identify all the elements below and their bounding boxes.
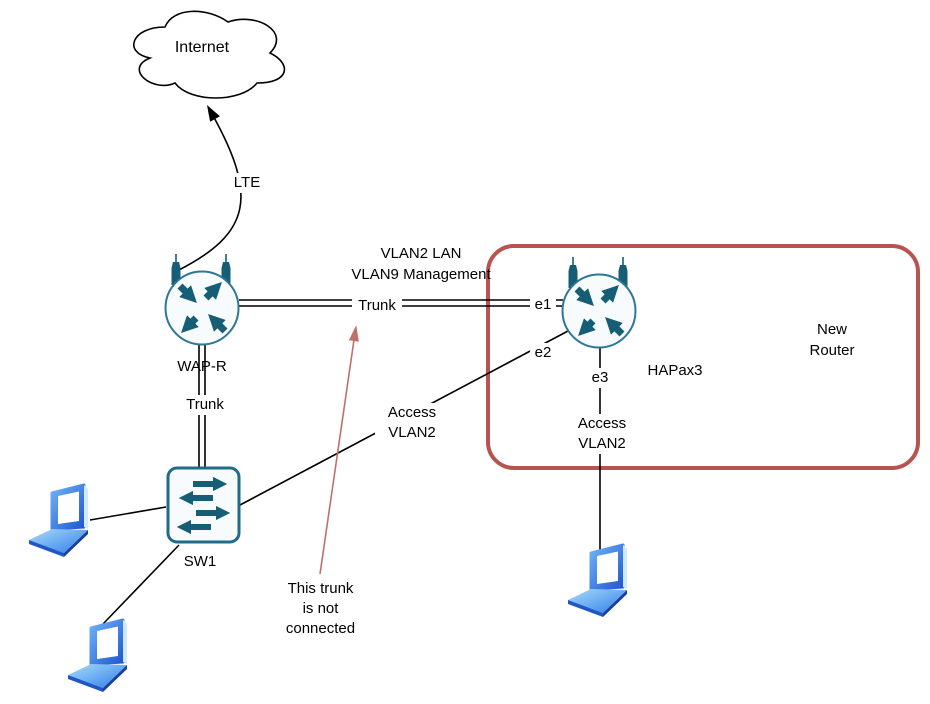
annotation-line: is not	[302, 600, 339, 617]
hapax3-router-icon	[557, 255, 641, 351]
wap-r-router-icon	[160, 252, 244, 348]
access-vlan2-label: Access VLAN2	[565, 414, 639, 454]
access-label-line: Access	[387, 404, 437, 421]
port-e1-label: e1	[530, 295, 556, 315]
internet-cloud	[133, 10, 286, 99]
annotation-line: connected	[285, 620, 356, 637]
port-e3-label: e3	[585, 368, 615, 388]
access-label-line: VLAN2	[388, 424, 436, 441]
access-vlan2-label: Access VLAN2	[375, 403, 449, 443]
new-router-label: New Router	[782, 319, 882, 361]
access-label-line: Access	[577, 415, 627, 432]
new-router-label-line: Router	[809, 342, 855, 359]
annotation-arrowhead	[348, 325, 359, 342]
new-router-highlight-box	[486, 244, 920, 470]
lte-arrowhead	[207, 105, 220, 122]
lte-link-line	[176, 111, 242, 272]
laptop1-link-line	[89, 506, 167, 521]
wan-trunk-label: Trunk	[352, 296, 402, 316]
vlan2-lan-note: VLAN2 LAN	[380, 245, 462, 262]
sw1-label: SW1	[183, 553, 217, 570]
annotation-text: This trunk is not connected	[258, 579, 383, 639]
access-label-line: VLAN2	[578, 435, 626, 452]
vlan9-management-note: VLAN9 Management	[351, 266, 491, 283]
annotation-line: This trunk	[287, 580, 354, 597]
new-router-label-line: New	[816, 321, 847, 338]
hapax3-label: HAPax3	[647, 362, 703, 379]
sw1-trunk-label: Trunk	[181, 395, 229, 415]
lte-label: LTE	[226, 173, 268, 193]
laptop2-link-line	[102, 544, 180, 625]
sw1-switch-icon	[166, 466, 241, 544]
wap-r-label: WAP-R	[177, 358, 227, 375]
laptop-icon	[28, 483, 96, 559]
laptop-icon	[67, 618, 135, 694]
port-e2-label: e2	[530, 343, 556, 363]
laptop-icon	[567, 543, 635, 619]
annotation-arrow-line	[319, 332, 356, 575]
internet-label: Internet	[174, 39, 230, 56]
